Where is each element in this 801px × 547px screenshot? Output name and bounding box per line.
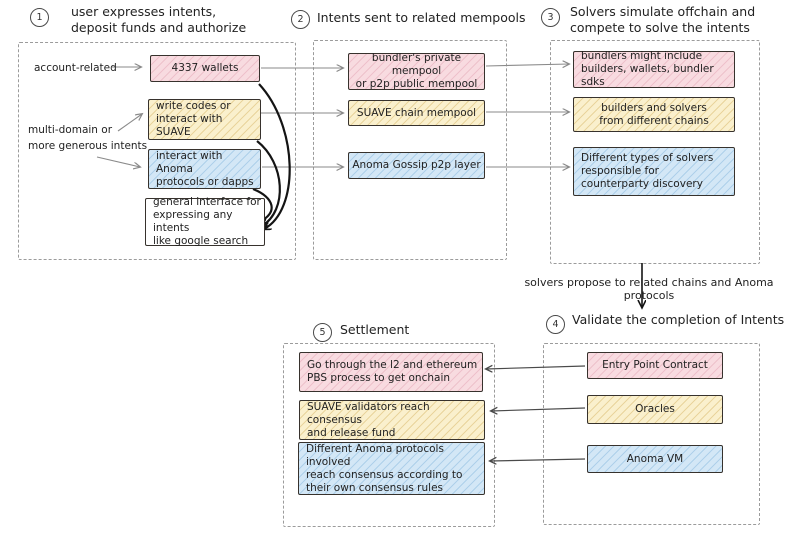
step-2-title-line1: Intents sent to related mempools bbox=[317, 10, 526, 25]
node-write-codes-suave: write codes or interact with SUAVE bbox=[148, 99, 261, 140]
node-suave-chain-mempool: SUAVE chain mempool bbox=[348, 100, 485, 126]
node-bundlers-include: bundlers might include builders, wallets… bbox=[573, 50, 735, 88]
group-box-step4 bbox=[543, 343, 760, 525]
step-5-badge: 5 bbox=[313, 323, 332, 342]
node-write-codes-suave-line1: write codes or bbox=[156, 100, 231, 112]
node-pbs-onchain-line2: PBS process to get onchain bbox=[307, 372, 451, 384]
node-4337-wallets: 4337 wallets bbox=[150, 55, 260, 82]
node-bundler-private-mempool: bundler's private mempool or p2p public … bbox=[348, 52, 485, 90]
node-anoma-vm-text: Anoma VM bbox=[626, 452, 684, 465]
label-account-related: account-related bbox=[34, 62, 117, 74]
node-bundler-private-mempool-line2: or p2p public mempool bbox=[355, 78, 478, 90]
group-box-step5 bbox=[283, 343, 495, 527]
step-5-title-line1: Settlement bbox=[340, 322, 410, 337]
node-general-interface-line2: expressing any intents bbox=[153, 209, 233, 234]
node-anoma-vm: Anoma VM bbox=[587, 445, 723, 473]
node-solver-types-line2: responsible for bbox=[581, 165, 659, 177]
step-3-title-line2: compete to solve the intents bbox=[570, 20, 750, 35]
node-anoma-consensus: Different Anoma protocols involved reach… bbox=[298, 442, 485, 495]
node-suave-validators: SUAVE validators reach consensus and rel… bbox=[299, 400, 485, 440]
flow-note: solvers propose to related chains and An… bbox=[524, 276, 774, 302]
node-write-codes-suave-line2: interact with SUAVE bbox=[156, 113, 223, 138]
node-pbs-onchain: Go through the l2 and ethereum PBS proce… bbox=[299, 352, 483, 392]
node-bundler-private-mempool-line1: bundler's private mempool bbox=[371, 52, 462, 77]
label-multi-domain-line2: more generous intents bbox=[28, 140, 148, 152]
node-suave-chain-mempool-text: SUAVE chain mempool bbox=[356, 106, 477, 119]
group-box-step1 bbox=[18, 42, 296, 260]
label-multi-domain: multi-domain or more generous intents bbox=[28, 122, 147, 154]
node-bundlers-include-line2: builders, wallets, bundler sdks bbox=[581, 63, 714, 88]
node-solver-types-line1: Different types of solvers bbox=[581, 152, 714, 164]
node-suave-validators-line2: and release fund bbox=[307, 426, 396, 439]
step-5-title: Settlement bbox=[340, 322, 409, 338]
node-oracles-text: Oracles bbox=[635, 403, 675, 415]
node-entry-point-contract-text: Entry Point Contract bbox=[602, 359, 708, 371]
step-1-badge: 1 bbox=[30, 8, 49, 27]
node-anoma-gossip-layer-text: Anoma Gossip p2p layer bbox=[352, 159, 481, 171]
node-4337-wallets-text: 4337 wallets bbox=[171, 62, 239, 74]
group-box-step3 bbox=[550, 40, 760, 264]
group-box-step2 bbox=[313, 40, 507, 260]
node-entry-point-contract: Entry Point Contract bbox=[587, 352, 723, 379]
node-bundlers-include-line1: bundlers might include bbox=[581, 50, 703, 62]
step-4-title: Validate the completion of Intents bbox=[572, 312, 784, 328]
node-solver-types: Different types of solvers responsible f… bbox=[573, 147, 735, 196]
step-4-title-line1: Validate the completion of Intents bbox=[572, 312, 785, 327]
node-general-interface-line1: general interface for bbox=[153, 196, 261, 208]
node-builders-solvers: builders and solvers from different chai… bbox=[573, 97, 735, 132]
node-oracles: Oracles bbox=[587, 395, 723, 424]
node-general-interface-line3: like google search bbox=[153, 235, 249, 247]
label-multi-domain-line1: multi-domain or bbox=[28, 124, 113, 136]
node-suave-validators-line1: SUAVE validators reach consensus bbox=[307, 400, 430, 426]
node-anoma-consensus-line3: their own consensus rules bbox=[306, 481, 443, 494]
step-3-title: Solvers simulate offchain and compete to… bbox=[570, 4, 755, 36]
step-1-title-line2: deposit funds and authorize bbox=[71, 20, 247, 35]
step-3-title-line1: Solvers simulate offchain and bbox=[570, 4, 756, 19]
node-anoma-consensus-line1: Different Anoma protocols involved bbox=[306, 442, 444, 468]
step-4-badge: 4 bbox=[546, 315, 565, 334]
step-2-title: Intents sent to related mempools bbox=[317, 10, 525, 26]
step-2-badge: 2 bbox=[291, 10, 310, 29]
node-interact-anoma-line1: interact with Anoma bbox=[156, 149, 223, 175]
node-builders-solvers-line1: builders and solvers bbox=[601, 101, 707, 114]
node-solver-types-line3: counterparty discovery bbox=[581, 178, 703, 190]
node-anoma-gossip-layer: Anoma Gossip p2p layer bbox=[348, 152, 485, 179]
node-pbs-onchain-line1: Go through the l2 and ethereum bbox=[307, 359, 478, 371]
node-builders-solvers-line2: from different chains bbox=[599, 114, 709, 127]
step-3-badge: 3 bbox=[541, 8, 560, 27]
node-anoma-consensus-line2: reach consensus according to bbox=[306, 468, 463, 481]
step-1-title: user expresses intents, deposit funds an… bbox=[71, 4, 246, 36]
step-1-title-line1: user expresses intents, bbox=[71, 4, 217, 19]
node-interact-anoma: interact with Anoma protocols or dapps bbox=[148, 149, 261, 189]
node-interact-anoma-line2: protocols or dapps bbox=[156, 175, 254, 188]
node-general-interface: general interface for expressing any int… bbox=[145, 196, 265, 247]
